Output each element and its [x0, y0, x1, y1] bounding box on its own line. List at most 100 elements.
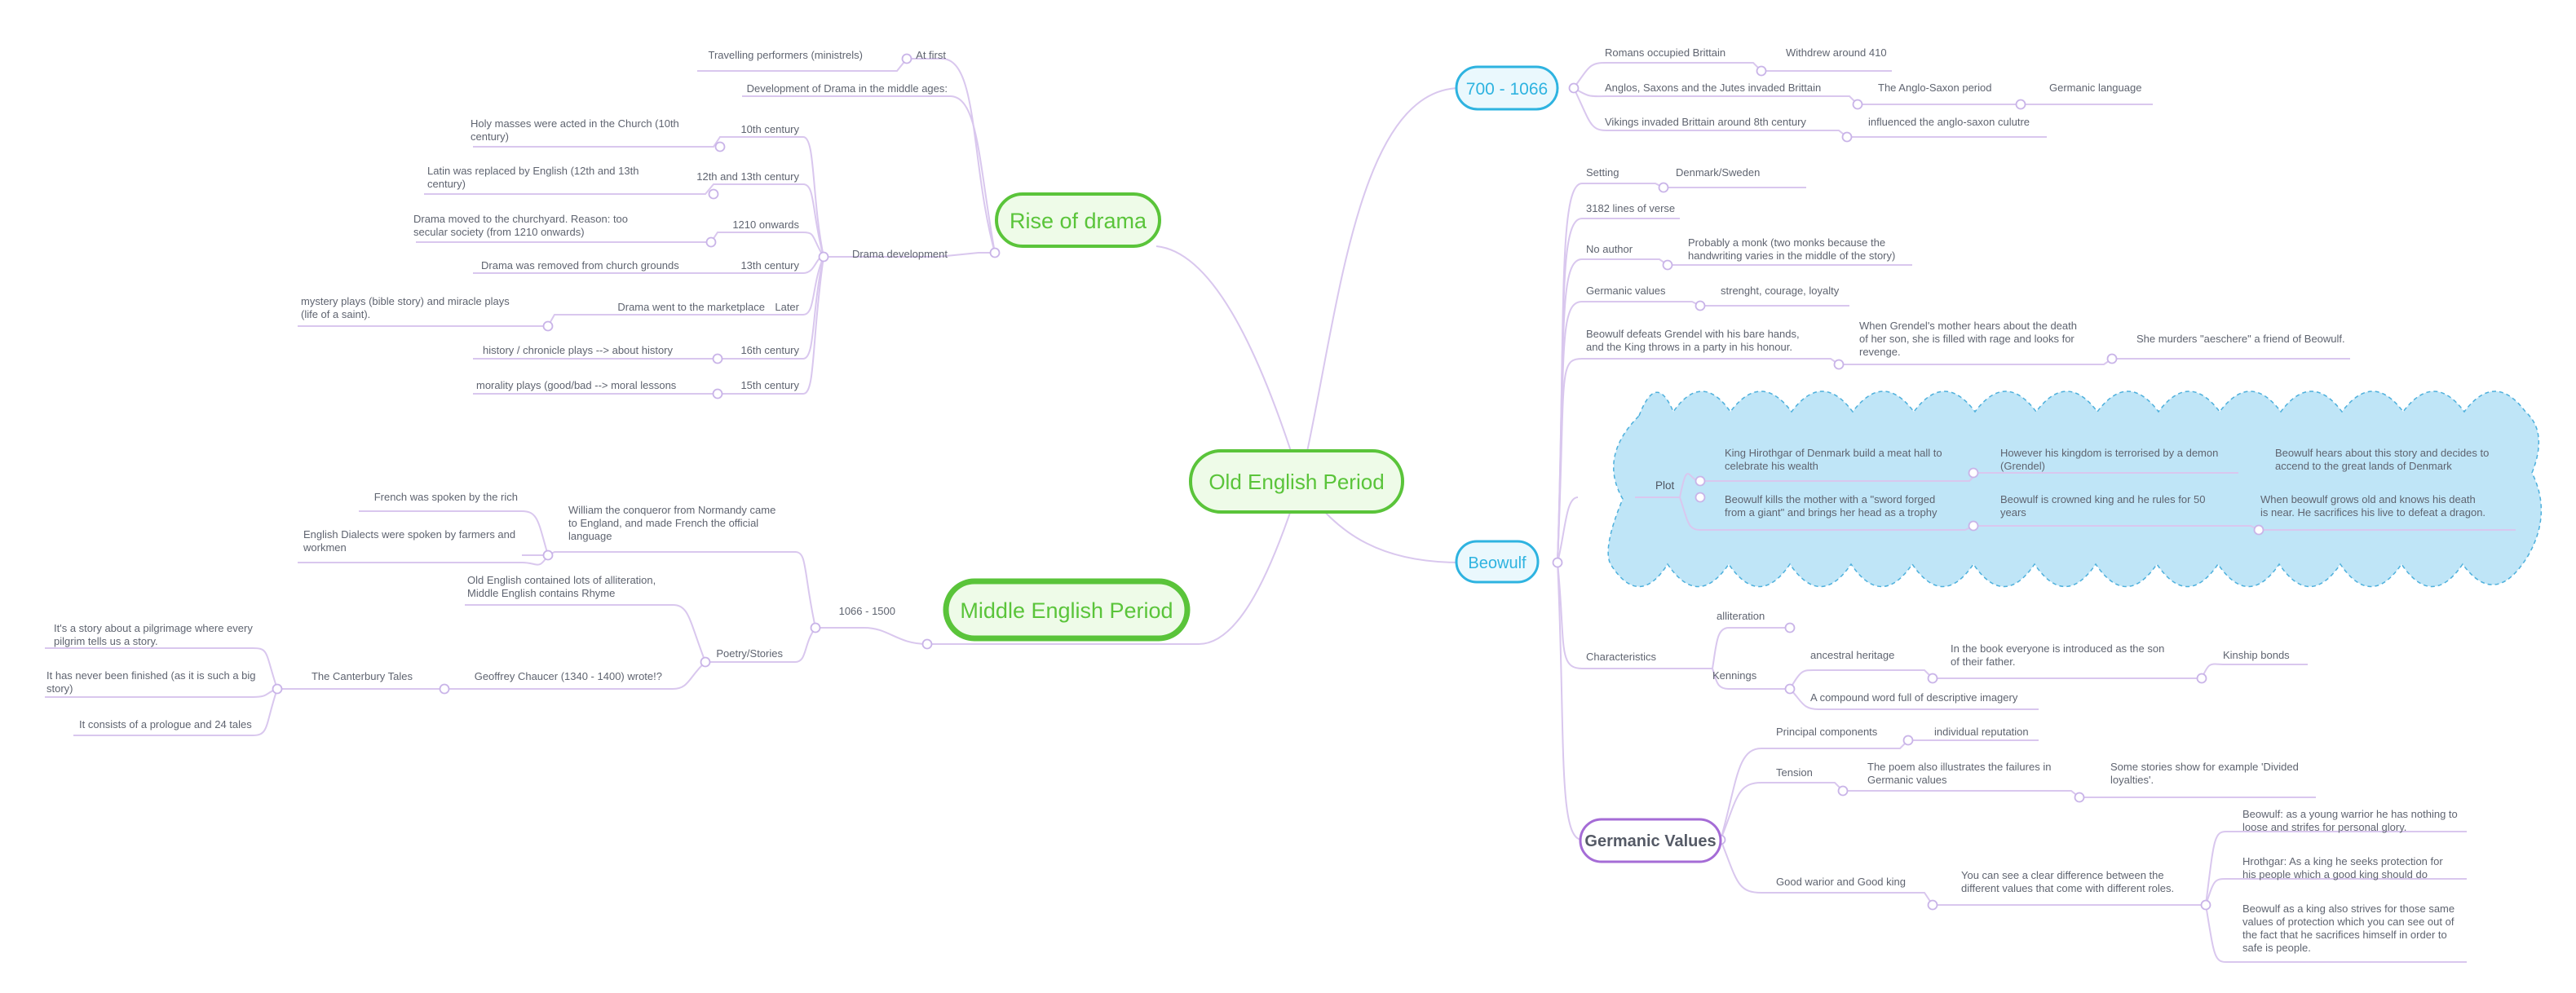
junction-dot[interactable]: [1968, 520, 1979, 532]
label-12th-text-2: century): [427, 178, 466, 190]
junction-dot[interactable]: [2196, 673, 2207, 684]
topic-rise-of-drama[interactable]: Rise of drama: [995, 192, 1161, 248]
junction-dot[interactable]: [1695, 492, 1706, 503]
junction-dot[interactable]: [1852, 99, 1863, 110]
junction-dot[interactable]: [714, 141, 726, 152]
junction-dot[interactable]: [1968, 467, 1979, 479]
junction-dot[interactable]: [1658, 182, 1669, 193]
junction-dot[interactable]: [901, 53, 912, 64]
label-setting-val: Denmark/Sweden: [1676, 166, 1760, 179]
junction-dot[interactable]: [439, 683, 450, 695]
topic-middle-english[interactable]: Middle English Period: [943, 578, 1191, 642]
junction-dot[interactable]: [1552, 557, 1563, 568]
middle-title: Middle English Period: [960, 598, 1173, 623]
junction-dot[interactable]: [2074, 792, 2085, 803]
label-p2-2: (Grendel): [2000, 460, 2045, 472]
label-defeats-1: Beowulf defeats Grendel with his bare ha…: [1586, 328, 1800, 340]
label-kennings: Kennings: [1712, 669, 1757, 682]
label-kinship: Kinship bonds: [2223, 649, 2290, 661]
junction-dot[interactable]: [1695, 475, 1706, 487]
label-lines: 3182 lines of verse: [1586, 202, 1675, 214]
junction-dot[interactable]: [1902, 735, 1914, 746]
junction-dot[interactable]: [2015, 99, 2026, 110]
label-poetry: Poetry/Stories: [716, 647, 783, 660]
label-1210-text-1: Drama moved to the churchyard. Reason: t…: [413, 213, 628, 225]
label-difference-1: You can see a clear difference between t…: [1961, 869, 2164, 881]
label-author: No author: [1586, 243, 1633, 255]
junction-dot[interactable]: [989, 247, 1001, 258]
junction-dot[interactable]: [1833, 359, 1845, 370]
root-node[interactable]: Old English Period: [1189, 449, 1404, 514]
junction-dot[interactable]: [700, 656, 711, 668]
label-william-3: language: [568, 530, 612, 542]
label-p2-1: However his kingdom is terrorised by a d…: [2000, 447, 2218, 459]
germanic-title: Germanic Values: [1584, 832, 1716, 850]
junction-dot[interactable]: [1927, 899, 1938, 911]
label-alliteration: alliteration: [1717, 610, 1765, 622]
label-unfinished-2: story): [46, 682, 73, 695]
junction-dot[interactable]: [1695, 300, 1706, 311]
label-canterbury: The Canterbury Tales: [312, 670, 413, 682]
junction-dot[interactable]: [1784, 622, 1796, 633]
junction-dot[interactable]: [1841, 131, 1853, 143]
label-anglos: Anglos, Saxons and the Jutes invaded Bri…: [1605, 82, 1821, 94]
label-failures-1: The poem also illustrates the failures i…: [1867, 761, 2051, 773]
junction-dot[interactable]: [712, 353, 723, 364]
label-ancestral: ancestral heritage: [1810, 649, 1894, 661]
label-asking-3: the fact that he sacrifices himself in o…: [2242, 929, 2447, 941]
topic-beowulf[interactable]: Beowulf: [1455, 540, 1540, 584]
junction-dot[interactable]: [2200, 899, 2211, 911]
label-15th: 15th century: [740, 379, 799, 391]
junction-dot[interactable]: [1756, 65, 1767, 77]
topic-germanic-values[interactable]: Germanic Values: [1579, 818, 1722, 863]
junction-dot[interactable]: [708, 188, 719, 200]
label-french: French was spoken by the rich: [374, 491, 518, 503]
label-characteristics: Characteristics: [1586, 651, 1656, 663]
junction-dot[interactable]: [1837, 785, 1849, 797]
label-oldeng-1: Old English contained lots of alliterati…: [467, 574, 656, 586]
junction-dot[interactable]: [712, 388, 723, 399]
topic-700-1066[interactable]: 700 - 1066: [1455, 65, 1559, 111]
label-1210-text-2: secular society (from 1210 onwards): [413, 226, 585, 238]
label-tension: Tension: [1776, 766, 1813, 779]
label-murders: She murders "aeschere" a friend of Beowu…: [2136, 333, 2345, 345]
label-plot: Plot: [1655, 479, 1675, 492]
junction-dot[interactable]: [921, 638, 933, 650]
label-william-2: to England, and made French the official: [568, 517, 758, 529]
junction-dot[interactable]: [2253, 524, 2264, 536]
label-prologue: It consists of a prologue and 24 tales: [79, 718, 252, 730]
label-asking-4: safe is people.: [2242, 942, 2311, 954]
junction-dot[interactable]: [1927, 673, 1938, 684]
junction-dot[interactable]: [705, 236, 717, 248]
label-divided-2: loyalties'.: [2110, 774, 2154, 786]
label-p1-2: celebrate his wealth: [1725, 460, 1818, 472]
junction-dot[interactable]: [1568, 82, 1580, 94]
root-title: Old English Period: [1208, 470, 1384, 494]
label-pilgrimage-1: It's a story about a pilgrimage where ev…: [54, 622, 253, 634]
label-16th: 16th century: [740, 344, 799, 356]
label-germanic-lang: Germanic language: [2049, 82, 2141, 94]
label-p4-2: from a giant" and brings her head as a t…: [1725, 506, 1938, 519]
label-13th-text: Drama was removed from church grounds: [481, 259, 679, 271]
label-10th: 10th century: [740, 123, 799, 135]
junction-dot[interactable]: [542, 549, 554, 561]
label-compound: A compound word full of descriptive imag…: [1810, 691, 2018, 704]
label-at-first: At first: [916, 49, 946, 61]
label-withdrew: Withdrew around 410: [1786, 46, 1887, 59]
junction-dot[interactable]: [272, 683, 283, 695]
label-dialects-2: workmen: [303, 541, 347, 554]
label-anglosaxon: The Anglo-Saxon period: [1878, 82, 1991, 94]
junction-dot[interactable]: [542, 320, 554, 332]
junction-dot[interactable]: [1662, 259, 1673, 271]
junction-dot[interactable]: [818, 251, 829, 263]
label-1066-1500: 1066 - 1500: [839, 605, 895, 617]
label-author-val-2: handwriting varies in the middle of the …: [1688, 249, 1895, 262]
junction-dot[interactable]: [1784, 683, 1796, 695]
junction-dot[interactable]: [2106, 353, 2118, 364]
label-romans: Romans occupied Brittain: [1605, 46, 1725, 59]
label-chaucer: Geoffrey Chaucer (1340 - 1400) wrote!?: [475, 670, 662, 682]
label-mystery-1: mystery plays (bible story) and miracle …: [301, 295, 510, 307]
label-failures-2: Germanic values: [1867, 774, 1947, 786]
junction-dot[interactable]: [810, 622, 821, 633]
early-title: 700 - 1066: [1466, 80, 1548, 99]
